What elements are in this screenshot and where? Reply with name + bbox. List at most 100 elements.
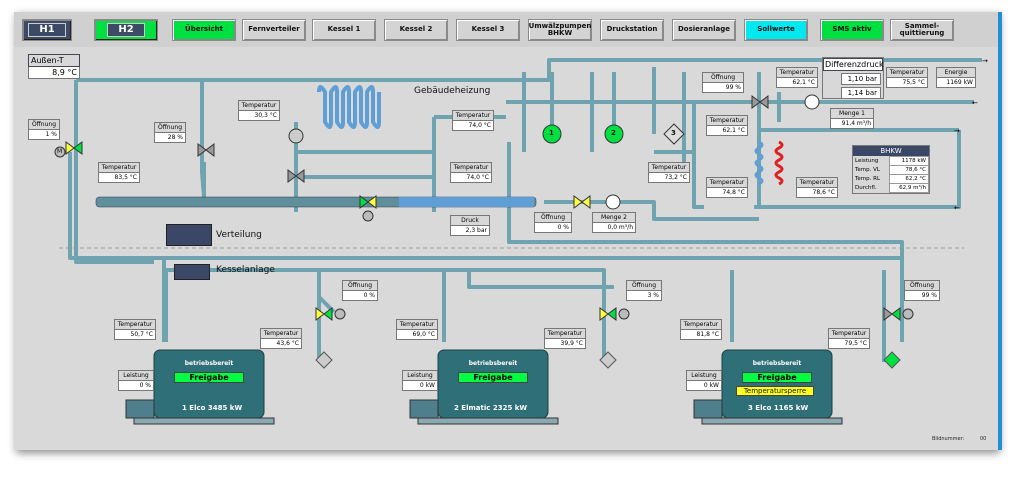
bhkw-value: 78,6 °C [888,165,930,175]
k2-leistung-box[interactable]: Leistung 0 kW [402,370,438,391]
temp-621b-box[interactable]: Temperatur 62,1 °C [706,115,748,136]
nav-kessel1[interactable]: Kessel 1 [312,19,376,41]
menge2-value: 0,0 m³/h [592,223,636,233]
k1-temp-rl-title: Temperatur [114,319,156,330]
bhkw-value: 62,9 m³/h [888,183,930,193]
valve-28-icon[interactable] [197,143,215,157]
k2-temp-rl-box[interactable]: Temperatur 69,0 °C [396,319,438,340]
k2-temp-vl-box[interactable]: Temperatur 39,9 °C [544,328,586,349]
nav-kessel2[interactable]: Kessel 2 [384,19,448,41]
temp-303-value: 30,3 °C [238,111,280,121]
differenzdruck-panel[interactable]: Differenzdruck 1,10 bar 1,14 bar [822,57,884,99]
k3-temp-rl-box[interactable]: Temperatur 81,8 °C [680,319,722,340]
valve-header-icon[interactable] [359,195,377,222]
k1-state: betriebsbereit [184,360,234,367]
nav-umwaelzpumpen[interactable]: Umwälzpumpen BHKW [528,19,592,41]
temp-621a-value: 62,1 °C [776,78,818,88]
boiler-1-icon[interactable] [125,349,275,425]
nav-uebersicht[interactable]: Übersicht [172,19,236,41]
oeffnung-99top-box[interactable]: Öffnung 99 % [702,72,744,93]
bildnummer-label: Bildnummer: [932,436,965,442]
gebaeudeheizung-label: Gebäudeheizung [414,86,491,96]
energie-box[interactable]: Energie 1169 kW [936,67,976,88]
aussen-title: Außen-T [28,54,80,67]
k1-temp-vl-box[interactable]: Temperatur 43,6 °C [260,328,302,349]
oeffnung-28-value: 28 % [154,133,186,143]
oeffnung-left-box[interactable]: Öffnung 1 % [28,119,60,140]
k3-temp-rl-value: 81,8 °C [680,330,722,340]
pump-1-label: 1 [549,129,554,137]
k1-oeffnung-value: 0 % [342,291,378,301]
druck-box[interactable]: Druck 2,3 bar [450,215,490,236]
k1-temp-rl-box[interactable]: Temperatur 50,7 °C [114,319,156,340]
nav-fernverteiler[interactable]: Fernverteiler [242,19,306,41]
window-edge [998,12,1002,450]
temp-303-box[interactable]: Temperatur 30,3 °C [238,100,280,121]
temp-786-box[interactable]: Temperatur 78,6 °C [796,177,838,198]
boiler-3-icon[interactable] [693,349,843,425]
k2-leistung-value: 0 kW [402,381,438,391]
h2-label: H2 [107,22,145,38]
temp-732-box[interactable]: Temperatur 73,2 °C [648,162,690,183]
valve-k1-icon[interactable] [315,307,346,321]
valve-k3-icon[interactable] [883,307,914,321]
pump-3-icon[interactable] [663,123,685,145]
k3-temp-vl-box[interactable]: Temperatur 79,5 °C [828,328,870,349]
menge1-box[interactable]: Menge 1 91,4 m³/h [830,108,874,129]
check-valve-1-icon [315,351,333,369]
temp-786-value: 78,6 °C [796,188,838,198]
pump-1-icon[interactable] [542,124,562,144]
temp-835-box[interactable]: Temperatur 83,5 °C [98,162,140,183]
kesselanlage-label: Kesselanlage [216,265,275,275]
k1-leistung-box[interactable]: Leistung 0 % [118,370,154,391]
temp-621a-box[interactable]: Temperatur 62,1 °C [776,67,818,88]
oeffnung-left-title: Öffnung [28,119,60,130]
temp-755-box[interactable]: Temperatur 75,5 °C [886,67,928,88]
valve-left-icon[interactable] [54,141,83,158]
k3-oeffnung-title: Öffnung [904,280,940,291]
k2-oeffnung-box[interactable]: Öffnung 3 % [626,280,662,301]
oeffnung-99top-value: 99 % [702,83,744,93]
temp-732-value: 73,2 °C [648,173,690,183]
temp-740b-box[interactable]: Temperatur 74,0 °C [450,162,492,183]
valve-k2-icon[interactable] [599,307,630,321]
oeffnung-28-box[interactable]: Öffnung 28 % [154,122,186,143]
aussen-temp-box[interactable]: Außen-T 8,9 °C [28,54,80,79]
oeffnung-0-box[interactable]: Öffnung 0 % [534,212,572,233]
nav-dosieranlage[interactable]: Dosieranlage [672,19,736,41]
k3-oeffnung-box[interactable]: Öffnung 99 % [904,280,940,301]
h1-button[interactable]: H1 [22,19,72,41]
valve-bhkw-feed-icon[interactable] [573,194,621,210]
pump-2-icon[interactable] [604,124,624,144]
pump-3-label: 3 [671,129,676,137]
k3-oeffnung-value: 99 % [904,291,940,301]
arrow-in-icon: ← [972,99,978,107]
differenzdruck-v1: 1,10 bar [841,73,881,85]
arrow-in2-icon: ← [954,204,960,212]
menge2-box[interactable]: Menge 2 0,0 m³/h [592,212,636,233]
nav-kessel3[interactable]: Kessel 3 [456,19,520,41]
menge1-title: Menge 1 [830,108,874,119]
temp-748-box[interactable]: Temperatur 74,8 °C [706,177,748,198]
nav-druckstation[interactable]: Druckstation [600,19,664,41]
valve-gebaeude-icon[interactable] [287,128,305,183]
kesselanlage-block [174,264,210,280]
temp-740a-box[interactable]: Temperatur 74,0 °C [452,110,494,131]
valve-bhkw-top-icon[interactable] [751,94,820,110]
temp-748-title: Temperatur [706,177,748,188]
h2-button[interactable]: H2 [94,19,158,41]
bhkw-title: BHKW [853,146,929,156]
k2-temp-rl-value: 69,0 °C [396,330,438,340]
k3-leistung-value: 0 kW [686,381,722,391]
nav-sammelquittierung[interactable]: Sammel-quittierung [890,19,954,41]
k1-oeffnung-box[interactable]: Öffnung 0 % [342,280,378,301]
nav-sollwerte[interactable]: Sollwerte [744,19,808,41]
bhkw-row: Durchfl.62,9 m³/h [853,183,930,193]
nav-sms-aktiv[interactable]: SMS aktiv [820,19,884,41]
temp-786-title: Temperatur [796,177,838,188]
k3-leistung-box[interactable]: Leistung 0 kW [686,370,722,391]
boiler-2-icon[interactable] [409,349,559,425]
check-valve-2-icon [599,351,617,369]
